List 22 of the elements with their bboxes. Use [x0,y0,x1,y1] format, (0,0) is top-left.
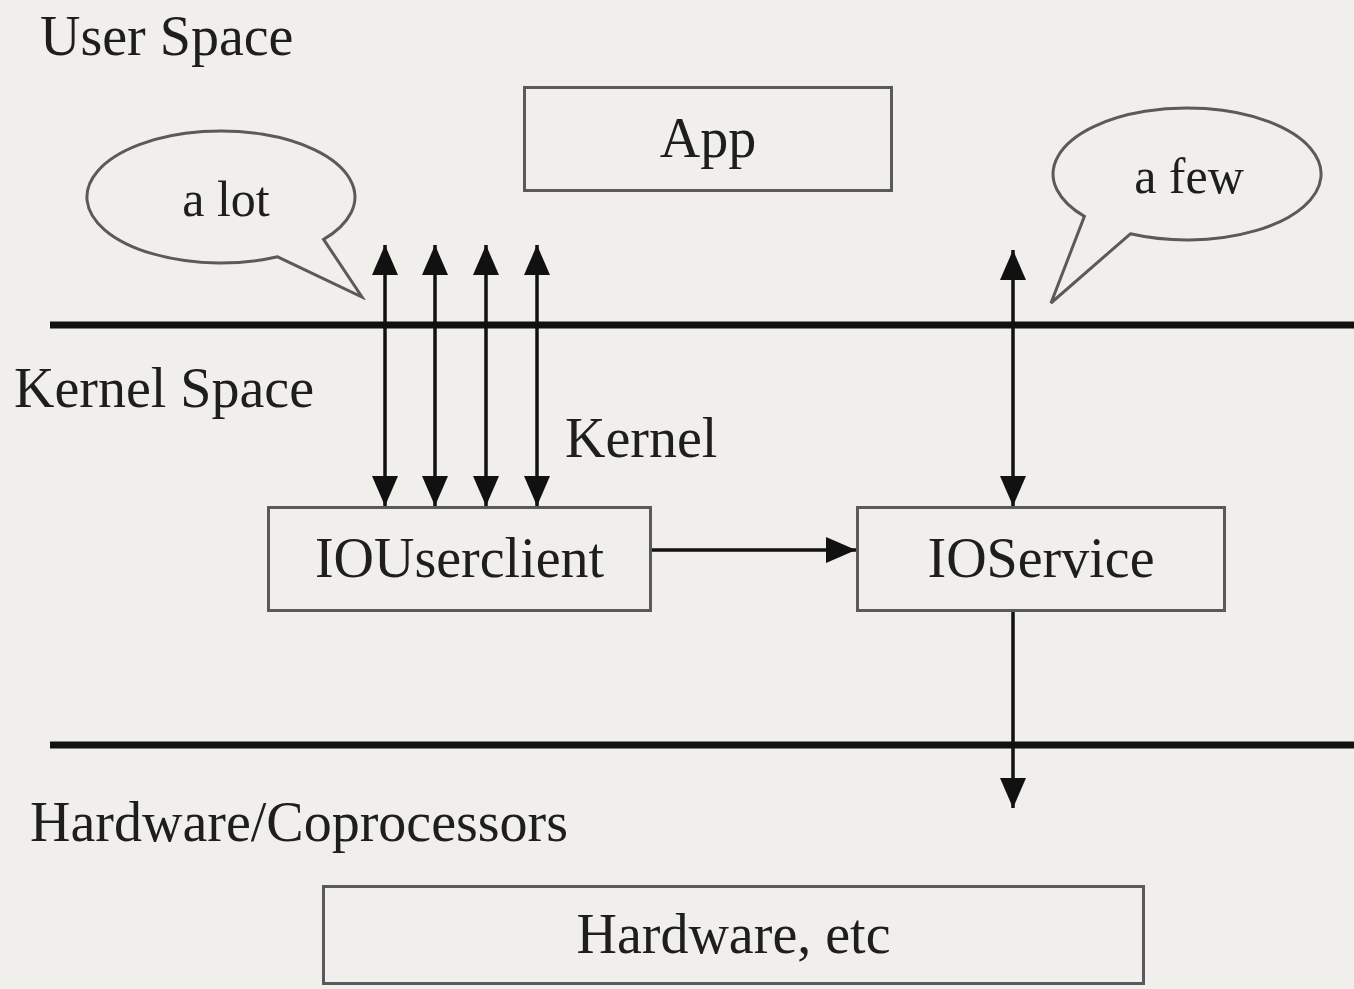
bubble-text: a few [1133,149,1245,204]
double-arrow [473,245,499,506]
bubble-text: a lot [181,172,271,227]
box-label: App [659,108,757,170]
speech-bubble [85,128,367,300]
process-box [523,86,893,192]
box-label: IOService [927,528,1155,590]
box-label: Hardware, etc [576,904,891,966]
process-box [856,506,1226,612]
double-arrow [372,245,398,506]
double-arrow [422,245,448,506]
layer-label: Kernel Space [14,358,315,420]
arrow [1000,612,1026,808]
layer-label: User Space [40,6,294,68]
layer-label: Hardware/Coprocessors [30,792,569,854]
box-label: IOUserclient [314,528,605,590]
process-box [267,506,652,612]
double-arrow [524,245,550,506]
process-box [322,885,1145,985]
double-arrow [1000,250,1026,506]
component-label: Kernel [565,408,718,470]
arrow [652,537,856,563]
